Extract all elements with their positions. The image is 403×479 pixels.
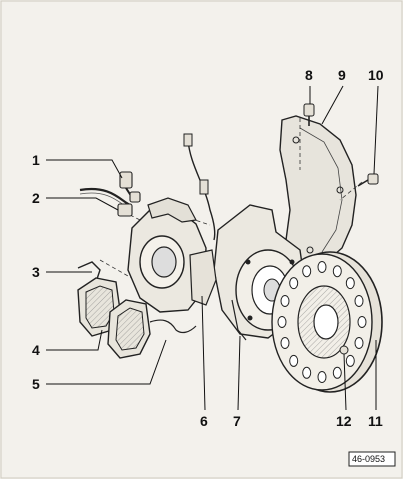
- brake-pad-inner: [107, 299, 197, 359]
- disc-hole: [354, 295, 364, 307]
- disc-hole: [317, 261, 327, 273]
- label-7: 7: [233, 413, 241, 429]
- shield-bolt: [303, 103, 315, 126]
- disc-hole: [354, 337, 364, 349]
- shield-screw: [357, 173, 379, 187]
- disc-cooling-holes: [277, 261, 367, 383]
- disc-hole: [332, 366, 342, 379]
- brake-caliper-carrier: [127, 197, 217, 313]
- wear-sensor-wire: [183, 133, 216, 241]
- disc-hole: [277, 316, 287, 328]
- disc-hole: [289, 277, 299, 290]
- disc-hole: [317, 371, 327, 383]
- disc-hole: [302, 366, 312, 379]
- spring-clip: [77, 261, 101, 283]
- label-11: 11: [368, 413, 383, 429]
- label-6: 6: [200, 413, 208, 429]
- disc-hole: [345, 354, 355, 367]
- label-3: 3: [32, 264, 40, 280]
- label-9: 9: [338, 67, 346, 83]
- label-1: 1: [32, 152, 40, 168]
- label-4: 4: [32, 342, 40, 358]
- label-5: 5: [32, 376, 40, 392]
- reference-code: 46-0953: [352, 454, 385, 464]
- brake-disc: [271, 251, 383, 393]
- disc-hole: [302, 265, 312, 278]
- disc-hole: [280, 337, 290, 349]
- disc-retaining-screw: [339, 345, 349, 355]
- disc-hole: [332, 265, 342, 278]
- disc-hole: [357, 316, 367, 328]
- label-10: 10: [368, 67, 384, 83]
- disc-hole: [280, 295, 290, 307]
- caliper-bolts: [117, 171, 141, 217]
- disc-hole: [345, 277, 355, 290]
- disc-hole: [289, 354, 299, 367]
- label-8: 8: [305, 67, 313, 83]
- label-12: 12: [336, 413, 352, 429]
- leader-lines: [46, 85, 379, 411]
- label-2: 2: [32, 190, 40, 206]
- reference-code-box: [348, 451, 396, 467]
